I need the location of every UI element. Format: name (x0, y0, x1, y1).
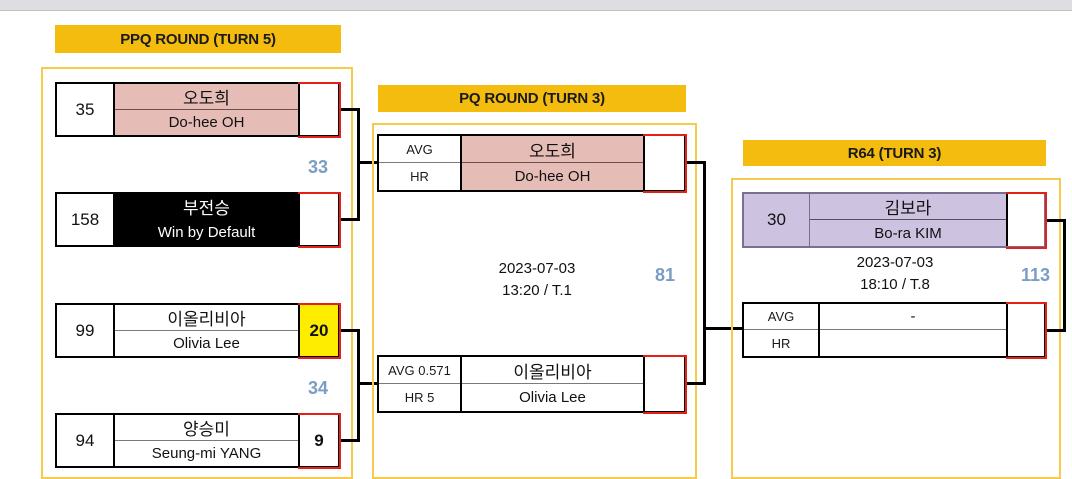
seed-number: 35 (57, 84, 115, 135)
connector-line (703, 161, 706, 385)
round-header-ppq: PPQ ROUND (TURN 5) (55, 25, 341, 53)
seed-number: 158 (57, 194, 115, 245)
connector-line (357, 329, 360, 442)
match-time-table: 13:20 / T.1 (502, 281, 572, 299)
competitor-name: 부전승 Win by Default (115, 194, 298, 245)
competitor-box-r64-m1-bottom[interactable]: AVG HR - (742, 301, 1047, 359)
competitor-name: 이올리비아 Olivia Lee (115, 305, 298, 356)
competitor-box-pq-m1-bottom[interactable]: AVG 0.571 HR 5 이올리비아 Olivia Lee (377, 354, 687, 414)
competitor-name: 김보라 Bo-ra KIM (810, 194, 1006, 246)
connector-line (1047, 329, 1066, 332)
competitor-box-ppq-m2-bottom[interactable]: 94 양승미 Seung-mi YANG 9 (55, 412, 341, 469)
connector-line (341, 329, 360, 332)
competitor-box-ppq-m1-top[interactable]: 35 오도희 Do-hee OH (55, 81, 341, 138)
connector-line (1047, 219, 1066, 222)
score-cell[interactable] (297, 81, 341, 138)
aggregate-number-ppq-m2: 34 (308, 378, 329, 398)
connector-line (341, 218, 360, 221)
match-meta-r64-m1: 2023-07-03 18:10 / T.8 (810, 252, 980, 296)
connector-line (357, 161, 379, 164)
group-frame-r64 (731, 178, 1061, 479)
score-cell[interactable] (297, 191, 341, 248)
stat-cell: AVG HR (744, 304, 820, 356)
window-top-strip (0, 0, 1072, 11)
match-time-table: 18:10 / T.8 (860, 275, 930, 293)
seed-number: 99 (57, 305, 115, 356)
connector-line (687, 382, 706, 385)
aggregate-number-pq-m1: 81 (655, 265, 676, 285)
group-frame-pq (372, 123, 697, 479)
score-cell[interactable] (642, 133, 687, 193)
score-cell[interactable]: 9 (297, 412, 341, 469)
round-header-r64: R64 (TURN 3) (743, 140, 1046, 166)
connector-line (341, 108, 360, 111)
connector-line (357, 108, 360, 221)
aggregate-number-ppq-m1: 33 (308, 157, 329, 177)
competitor-name: 이올리비아 Olivia Lee (462, 357, 643, 411)
score-cell[interactable] (642, 354, 687, 414)
score-cell[interactable]: 20 (297, 302, 341, 359)
connector-line (703, 327, 743, 330)
aggregate-number-r64-m1: 113 (1021, 265, 1051, 285)
competitor-box-ppq-m2-top[interactable]: 99 이올리비아 Olivia Lee 20 (55, 302, 341, 359)
competitor-box-pq-m1-top[interactable]: AVG HR 오도희 Do-hee OH (377, 133, 687, 193)
connector-line (687, 161, 706, 164)
competitor-box-ppq-m1-bottom[interactable]: 158 부전승 Win by Default (55, 191, 341, 248)
round-header-pq: PQ ROUND (TURN 3) (378, 85, 686, 112)
connector-line (1063, 219, 1066, 332)
stat-cell: AVG 0.571 HR 5 (379, 357, 462, 411)
connector-line (341, 439, 360, 442)
score-cell[interactable] (1005, 301, 1047, 359)
match-date: 2023-07-03 (856, 254, 934, 271)
stat-hr: HR (771, 335, 791, 351)
stat-avg: AVG (379, 136, 460, 163)
stat-avg: AVG (744, 304, 818, 330)
competitor-name: 오도희 Do-hee OH (115, 84, 298, 135)
competitor-name: 오도희 Do-hee OH (462, 136, 643, 190)
competitor-box-r64-m1-top[interactable]: 30 김보라 Bo-ra KIM (742, 191, 1047, 249)
stat-cell: AVG HR (379, 136, 462, 190)
match-date: 2023-07-03 (498, 260, 576, 277)
group-frame-ppq (41, 67, 353, 479)
stat-hr: HR (410, 169, 429, 184)
stat-hr: HR 5 (404, 390, 435, 405)
connector-line (357, 382, 379, 385)
competitor-name: - (820, 304, 1006, 356)
competitor-name: 양승미 Seung-mi YANG (115, 415, 298, 466)
seed-number: 94 (57, 415, 115, 466)
score-cell[interactable] (1005, 191, 1047, 249)
match-meta-pq-m1: 2023-07-03 13:20 / T.1 (452, 258, 622, 302)
seed-number: 30 (744, 194, 810, 246)
stat-avg: AVG 0.571 (379, 357, 460, 384)
